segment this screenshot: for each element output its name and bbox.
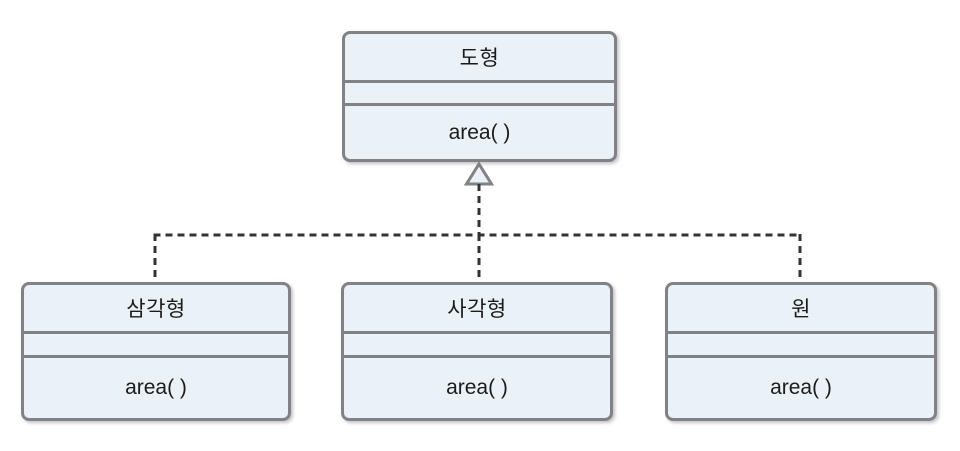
class-box-rectangle[interactable]: 사각형 area( )	[341, 282, 613, 421]
class-box-circle[interactable]: 원 area( )	[665, 282, 937, 421]
class-method-shape: area( )	[448, 120, 511, 144]
class-name-circle: 원	[668, 285, 934, 334]
class-name-triangle: 삼각형	[24, 285, 288, 334]
class-attributes-shape	[345, 83, 614, 106]
class-name-shape: 도형	[345, 34, 614, 83]
class-box-shape[interactable]: 도형 area( )	[342, 31, 617, 162]
class-method-circle: area( )	[770, 376, 832, 399]
class-name-rectangle: 사각형	[344, 285, 610, 334]
realization-triangle-arrowhead	[463, 161, 495, 186]
class-method-triangle: area( )	[125, 376, 187, 399]
class-attributes-circle	[668, 334, 934, 358]
class-box-triangle[interactable]: 삼각형 area( )	[21, 282, 291, 421]
class-attributes-rectangle	[344, 334, 610, 358]
class-attributes-triangle	[24, 334, 288, 358]
class-method-rectangle: area( )	[446, 376, 508, 399]
